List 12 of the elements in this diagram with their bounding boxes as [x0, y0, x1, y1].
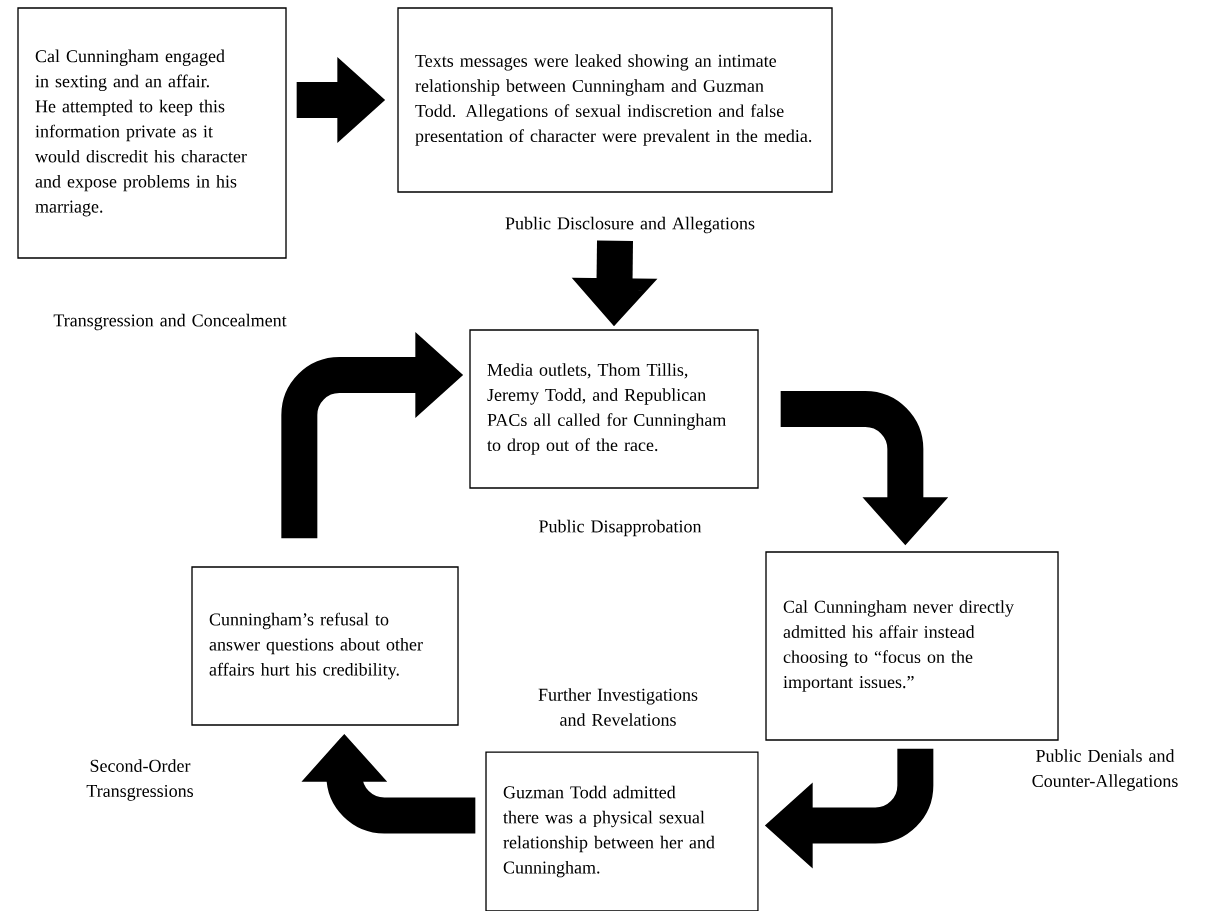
stage-label: Public Disclosure and Allegations — [505, 216, 755, 234]
stage-label: Second-Order Transgressions — [86, 759, 194, 801]
stage-label: Public Disapprobation — [539, 519, 702, 537]
stage-label: Transgression and Concealment — [53, 313, 287, 331]
text-box: Cal Cunningham never directly admitted his affair instead choosing to “focus on the important issues.” — [765, 551, 1059, 741]
text-box: Cunningham’s refusal to answer questions about other affairs hurt his credibility. — [191, 566, 459, 726]
text-box: Guzman Todd admitted there was a physical sexual relationship between her and Cunningham. — [485, 751, 759, 911]
text-box: Media outlets, Thom Tillis, Jeremy Todd, and Republican PACs all called for Cunningham to drop out of the race. — [469, 329, 759, 489]
stage-label: Public Denials and Counter-Allegations — [1032, 749, 1178, 791]
text-box: Texts messages were leaked showing an intimate relationship between Cunningham and Guzman Todd. Allegations of sexual indiscretion and false presentation of character were prevalent in the media. — [397, 7, 833, 193]
text-box: Cal Cunningham engaged in sexting and an affair. He attempted to keep this information private as it would discredit his character and expose problems in his marriage. — [17, 7, 287, 259]
stage-label: Further Investigations and Revelations — [538, 688, 698, 726]
